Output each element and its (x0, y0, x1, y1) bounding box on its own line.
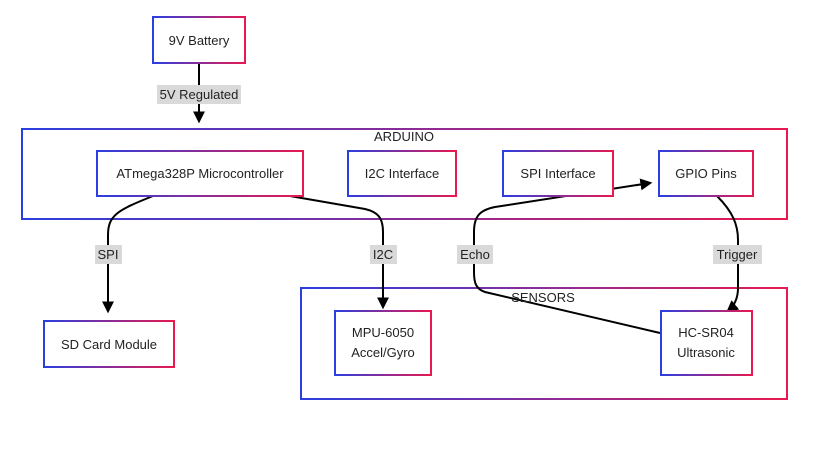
edge-label-echo: Echo (457, 245, 493, 264)
edge-atmega-to-mpu (289, 195, 389, 310)
svg-text:5V Regulated: 5V Regulated (160, 87, 239, 102)
svg-text:SPI Interface: SPI Interface (520, 166, 595, 181)
svg-text:Accel/Gyro: Accel/Gyro (351, 345, 415, 360)
svg-text:HC-SR04: HC-SR04 (678, 325, 734, 340)
svg-text:Ultrasonic: Ultrasonic (677, 345, 735, 360)
svg-text:Echo: Echo (460, 247, 490, 262)
group-sensors-label: SENSORS (511, 290, 575, 305)
edge-label-spi: SPI (95, 245, 122, 264)
group-arduino-label: ARDUINO (374, 129, 434, 144)
node-atmega328p: ATmega328P Microcontroller (96, 150, 304, 197)
svg-text:9V Battery: 9V Battery (169, 33, 230, 48)
svg-text:SD Card Module: SD Card Module (61, 337, 157, 352)
edge-label-i2c: I2C (370, 245, 397, 264)
edge-atmega-to-sd (102, 195, 154, 314)
node-battery: 9V Battery (152, 16, 246, 64)
svg-text:ATmega328P Microcontroller: ATmega328P Microcontroller (116, 166, 284, 181)
svg-text:I2C Interface: I2C Interface (365, 166, 439, 181)
node-sd-card-module: SD Card Module (43, 320, 175, 368)
node-gpio-pins: GPIO Pins (658, 150, 754, 197)
node-spi-interface: SPI Interface (502, 150, 614, 197)
svg-text:MPU-6050: MPU-6050 (352, 325, 414, 340)
svg-text:GPIO Pins: GPIO Pins (675, 166, 737, 181)
node-mpu-6050: MPU-6050 Accel/Gyro (334, 310, 432, 376)
edge-label-trigger: Trigger (713, 245, 762, 264)
edge-label-5v-regulated: 5V Regulated (157, 85, 241, 104)
node-hc-sr04: HC-SR04 Ultrasonic (660, 310, 753, 376)
node-i2c-interface: I2C Interface (347, 150, 457, 197)
svg-text:I2C: I2C (373, 247, 393, 262)
svg-text:SPI: SPI (98, 247, 119, 262)
svg-text:Trigger: Trigger (717, 247, 758, 262)
